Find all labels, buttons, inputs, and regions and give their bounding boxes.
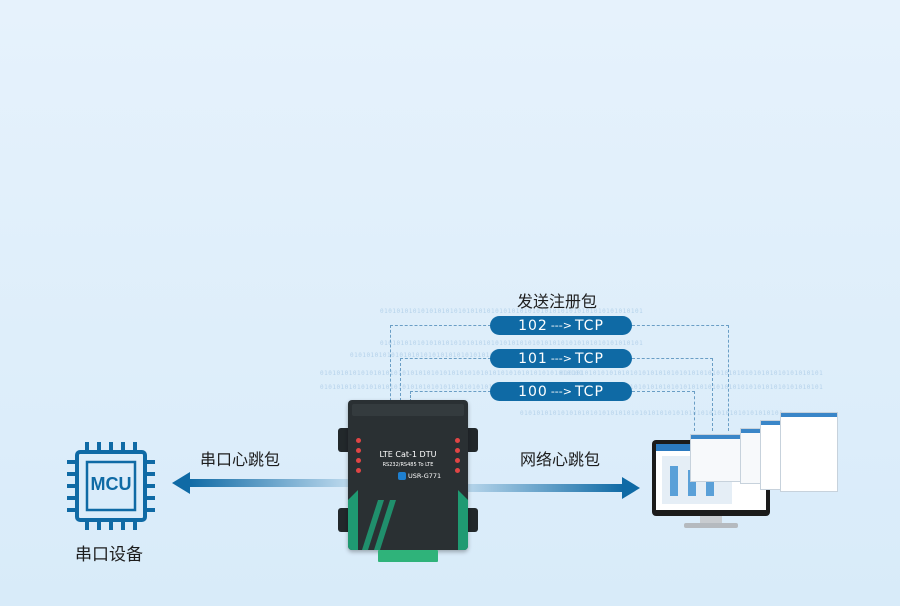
device-line1: LTE Cat-1 DTU — [379, 450, 437, 459]
left-arrow-text: 串口心跳包 — [200, 450, 281, 469]
dashed-line-102-left — [390, 325, 491, 406]
packet-code: 100 — [518, 383, 548, 400]
device-model: USR-G771 — [408, 472, 442, 480]
packet-proto: TCP — [574, 350, 604, 367]
device-top-strip — [352, 404, 464, 416]
led-indicator — [455, 468, 460, 473]
led-indicator — [356, 438, 361, 443]
device-body: LTE Cat-1 DTU RS232/RS485 To LTE USR-G77… — [348, 400, 468, 550]
right-arrow-text: 网络心跳包 — [520, 450, 601, 469]
left-arrow-icon — [172, 472, 348, 494]
right-arrow-label: 网络心跳包 — [520, 446, 600, 470]
left-arrow-label: 串口心跳包 — [200, 446, 280, 470]
monitor-neck — [700, 516, 722, 524]
led-indicator — [455, 458, 460, 463]
binary-stripe: 0101010101010101010101010101010101010101… — [380, 308, 644, 315]
dashed-arrow: ---> — [550, 319, 572, 332]
packet-code: 102 — [518, 317, 548, 334]
dashed-line-100-right — [632, 391, 695, 431]
mcu-chip-icon — [67, 442, 155, 530]
register-heading: 发送注册包 — [517, 292, 598, 311]
dashed-line-101-right — [632, 358, 713, 431]
led-indicator — [356, 448, 361, 453]
right-arrow-icon — [462, 477, 640, 499]
binary-stripe: 0101010101010101010101010101010101010101… — [320, 370, 584, 377]
binary-stripe: 0101010101010101010101010101010101010101… — [560, 384, 824, 391]
binary-stripe: 0101010101010101010101010101010101010101… — [350, 352, 614, 359]
dashed-line-100-left — [410, 391, 491, 406]
screen-tank — [670, 466, 678, 496]
dashed-arrow: ---> — [550, 385, 572, 398]
packet-proto: TCP — [574, 383, 604, 400]
binary-stripe: 0101010101010101010101010101010101010101… — [560, 370, 824, 377]
green-stripes — [348, 490, 468, 550]
packet-pill-101: 101 ---> TCP — [490, 349, 632, 368]
dashed-line-101-left — [400, 358, 491, 406]
led-indicator — [356, 468, 361, 473]
mcu-chip-label: MCU — [90, 474, 132, 494]
led-indicator — [455, 438, 460, 443]
dashed-line-102-right — [632, 325, 729, 431]
binary-stripe: 0101010101010101010101010101010101010101… — [520, 410, 784, 417]
terminal-block — [378, 550, 438, 562]
dashed-arrow: ---> — [550, 352, 572, 365]
binary-stripe: 0101010101010101010101010101010101010101… — [320, 384, 584, 391]
led-indicator — [356, 458, 361, 463]
screen-tank — [688, 470, 696, 496]
device-line2: RS232/RS485 To LTE — [382, 462, 434, 468]
packet-pill-100: 100 ---> TCP — [490, 382, 632, 401]
dtu-device: LTE Cat-1 DTU RS232/RS485 To LTE USR-G77… — [338, 400, 478, 565]
led-indicator — [455, 448, 460, 453]
logo-icon — [398, 472, 406, 480]
packet-proto: TCP — [574, 317, 604, 334]
mcu-caption: 串口设备 — [75, 545, 143, 565]
packet-code: 101 — [518, 350, 548, 367]
software-window — [780, 412, 838, 492]
binary-stripe: 0101010101010101010101010101010101010101… — [380, 340, 644, 347]
packet-pill-102: 102 ---> TCP — [490, 316, 632, 335]
monitor-stand — [684, 523, 738, 528]
